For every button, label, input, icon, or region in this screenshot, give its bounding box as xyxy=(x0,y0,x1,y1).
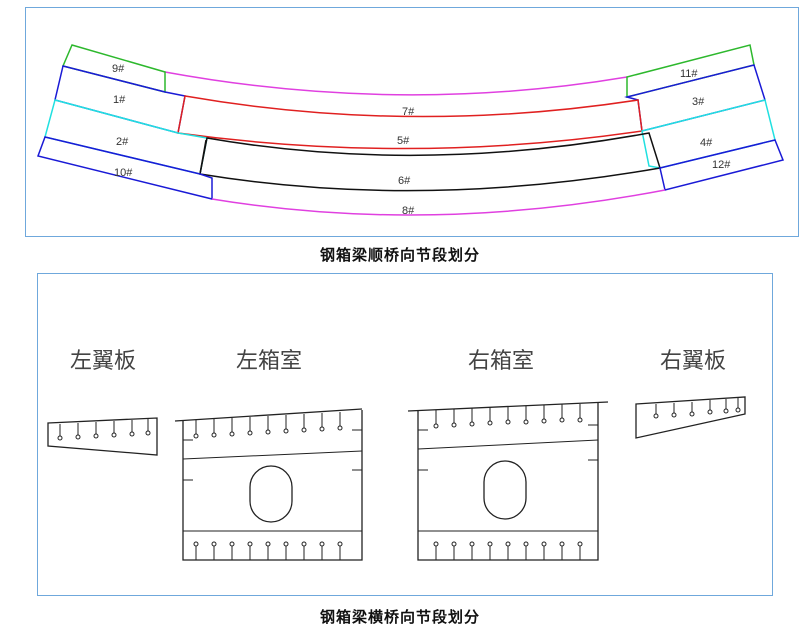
right-wing-label: 右翼板 xyxy=(660,349,726,374)
longitudinal-caption: 钢箱梁顺桥向节段划分 xyxy=(319,246,480,264)
segment-12-outline xyxy=(659,139,785,191)
top-edge-curve xyxy=(164,71,628,96)
transverse-caption: 钢箱梁横桥向节段划分 xyxy=(319,608,480,626)
segment-7-label: 7# xyxy=(402,106,415,118)
right-box-label: 右箱室 xyxy=(468,349,534,374)
segment-8-outline xyxy=(211,189,666,216)
longitudinal-diagram-frame xyxy=(25,7,799,237)
segment-4-label: 4# xyxy=(700,137,713,149)
segment-11-label: 11# xyxy=(680,68,698,80)
left-wing-label: 左翼板 xyxy=(70,349,136,374)
left-box-label: 左箱室 xyxy=(236,349,302,374)
segment-6-label: 6# xyxy=(398,175,411,187)
segment-5-6-outline xyxy=(199,132,661,192)
segment-2-label: 2# xyxy=(116,136,129,148)
segment-9-label: 9# xyxy=(112,63,125,75)
segment-5-label: 5# xyxy=(397,135,410,147)
segment-3-label: 3# xyxy=(692,96,705,108)
left-wing-plate-drawing xyxy=(47,417,158,456)
segment-1-label: 1# xyxy=(113,94,126,106)
segment-7-outline xyxy=(177,95,643,150)
segment-8-label: 8# xyxy=(402,205,415,217)
segment-10-outline xyxy=(37,136,213,200)
left-box-drawing xyxy=(174,408,363,561)
segment-10-label: 10# xyxy=(114,167,133,179)
right-wing-plate-drawing xyxy=(635,396,746,439)
segment-5-6-divider xyxy=(199,139,207,175)
right-box-drawing xyxy=(407,401,609,561)
segment-12-label: 12# xyxy=(712,159,731,171)
segment-4-outline xyxy=(641,99,776,169)
